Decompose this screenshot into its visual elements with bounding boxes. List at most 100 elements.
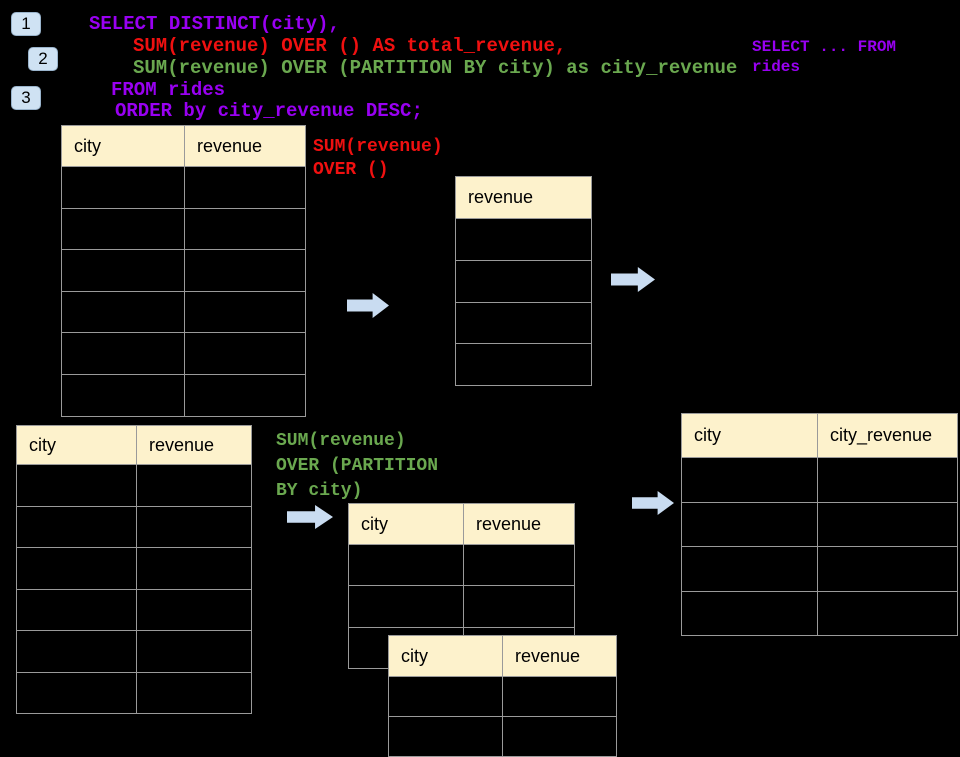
table-cell (817, 590, 958, 636)
table-row (455, 301, 592, 345)
table-row (61, 207, 306, 251)
step-badge-3: 3 (11, 86, 41, 110)
table-cell (681, 590, 818, 636)
label-total-line-2: OVER () (313, 160, 389, 180)
arrow-right-icon (287, 505, 333, 529)
table-cell (184, 373, 306, 417)
table-row (61, 290, 306, 334)
table-cell (455, 301, 592, 345)
table-cell (16, 588, 137, 631)
table-row (348, 585, 575, 628)
table-row (388, 716, 617, 757)
table-cell (61, 249, 185, 292)
table-cell (463, 543, 575, 587)
table-cell (16, 464, 137, 507)
table-cell (61, 290, 185, 334)
column-header-revenue: revenue (502, 635, 617, 677)
table-cell (16, 630, 137, 673)
table-cell (184, 207, 306, 251)
side-note-line-1: SELECT ... FROM (752, 38, 897, 56)
table-row (455, 218, 592, 261)
table-row (388, 676, 617, 717)
table-cell (136, 505, 252, 548)
table-cell (817, 501, 958, 547)
table-cell (455, 343, 592, 386)
table-cell (136, 588, 252, 631)
table-cell (463, 585, 575, 628)
table-cell (681, 546, 818, 592)
table-row (348, 543, 575, 587)
label-total-line-1: SUM(revenue) (313, 137, 443, 157)
table-row (16, 505, 252, 548)
sql-line-city-revenue: SUM(revenue) OVER (PARTITION BY city) as… (133, 57, 738, 79)
table-row (61, 373, 306, 417)
table-cell (136, 464, 252, 507)
table-cell (502, 716, 617, 757)
column-header-revenue: revenue (184, 125, 306, 167)
label-partition-line-3: BY city) (276, 481, 363, 501)
table-total-revenue-result: revenue (455, 176, 592, 386)
table-cell (502, 676, 617, 717)
arrow-right-icon (347, 293, 389, 318)
table-cell (136, 547, 252, 590)
table-row (681, 501, 958, 547)
step-badge-1: 1 (11, 12, 41, 36)
table-cell (61, 207, 185, 251)
table-cell (817, 546, 958, 592)
table-cell (388, 676, 503, 717)
column-header-city: city (16, 425, 137, 465)
sql-line-order-by: ORDER by city_revenue DESC; (115, 100, 423, 122)
table-cell (388, 716, 503, 757)
table-cell (348, 585, 464, 628)
table-cell (16, 505, 137, 548)
table-cell (455, 218, 592, 261)
table-row (16, 547, 252, 590)
arrow-right-icon (632, 491, 674, 515)
table-cell (455, 259, 592, 303)
table-cell (61, 332, 185, 375)
column-header-revenue: revenue (136, 425, 252, 465)
sql-line-select: SELECT DISTINCT(city), (89, 13, 340, 35)
arrow-right-icon (611, 267, 655, 292)
table-cell (348, 543, 464, 587)
table-cell (136, 671, 252, 714)
table-cell (184, 166, 306, 209)
side-note-line-2: rides (752, 58, 801, 76)
label-partition-line-1: SUM(revenue) (276, 431, 406, 451)
table-row (16, 671, 252, 714)
table-header-row: revenue (455, 176, 592, 219)
column-header-revenue: revenue (463, 503, 575, 545)
sql-line-total-revenue: SUM(revenue) OVER () AS total_revenue, (133, 35, 567, 57)
table-row (455, 343, 592, 386)
table-row (16, 464, 252, 507)
table-row (16, 588, 252, 631)
table-cell (16, 671, 137, 714)
step-badge-2: 2 (28, 47, 58, 71)
column-header-city: city (681, 413, 818, 458)
table-cell (184, 332, 306, 375)
side-note-select-from-rides: SELECT ... FROM rides (752, 37, 896, 77)
table-cell (184, 249, 306, 292)
column-header-revenue: revenue (455, 176, 592, 219)
label-sum-over-total: SUM(revenue) OVER () (313, 136, 443, 182)
column-header-city: city (61, 125, 185, 167)
table-row (681, 590, 958, 636)
table-cell (681, 457, 818, 503)
column-header-city_revenue: city_revenue (817, 413, 958, 458)
table-row (681, 457, 958, 503)
table-row (16, 630, 252, 673)
column-header-city: city (388, 635, 503, 677)
table-cell (136, 630, 252, 673)
table-cell (16, 547, 137, 590)
label-sum-over-partition: SUM(revenue) OVER (PARTITION BY city) (276, 429, 438, 504)
column-header-city: city (348, 503, 464, 545)
